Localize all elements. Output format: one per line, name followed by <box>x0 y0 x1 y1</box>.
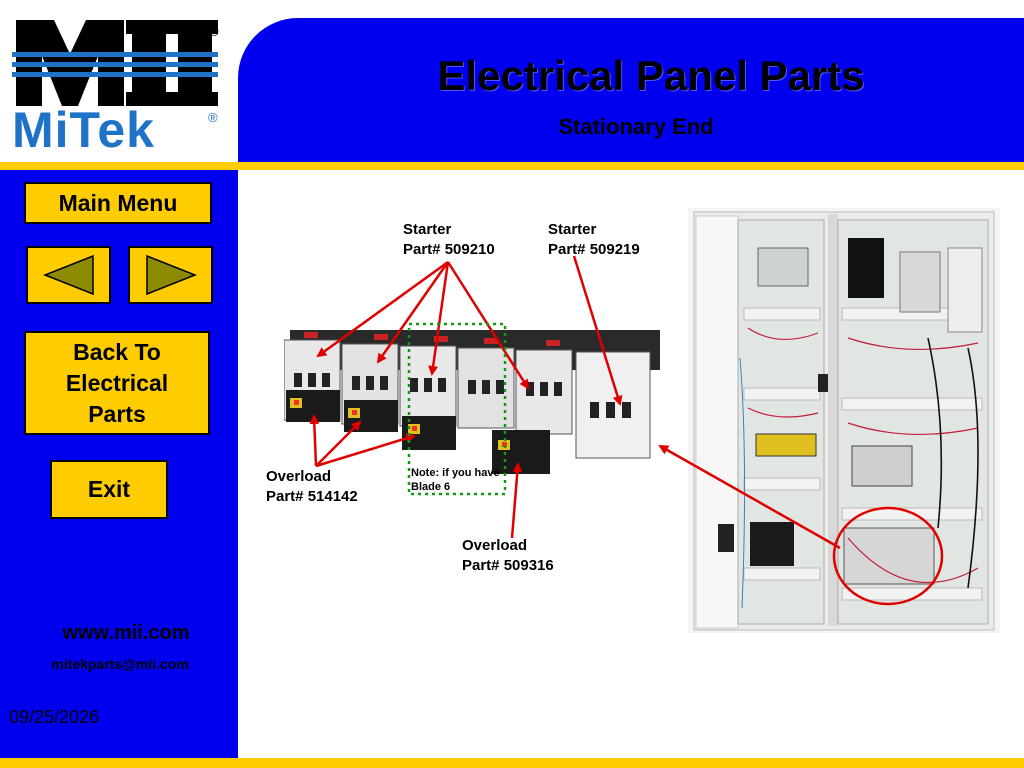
previous-button[interactable] <box>26 246 111 304</box>
arrow-starter-a-2 <box>376 261 450 364</box>
overload-514142-name: Overload <box>266 468 332 485</box>
blade-note-line2: Blade 6 <box>411 481 451 493</box>
starter-509219-name: Starter <box>548 221 597 238</box>
overload-509316-part: Part# 509316 <box>462 557 554 574</box>
registered-mark-top: ® <box>209 24 219 39</box>
exit-button[interactable]: Exit <box>50 460 168 519</box>
email-link[interactable]: mitekparts@mii.com <box>51 656 189 672</box>
starter-509210-name: Starter <box>403 221 452 238</box>
back-to-electrical-parts-button[interactable]: Back To Electrical Parts <box>24 331 210 435</box>
starter-509210-label: Starter Part# 509210 <box>403 220 495 260</box>
header-bar <box>238 18 1024 163</box>
electrical-cabinet-photo <box>688 208 1000 633</box>
mitek-wordmark: MiTek <box>12 102 155 158</box>
starter-509210-part: Part# 509210 <box>403 241 495 258</box>
starter-509219-label: Starter Part# 509219 <box>548 220 640 260</box>
arrow-overload-a-2 <box>315 420 362 467</box>
mitek-logo: ® <box>12 14 227 159</box>
registered-mark: ® <box>208 110 218 125</box>
overload-509316-label: Overload Part# 509316 <box>462 536 554 576</box>
starter-509219-part: Part# 509219 <box>548 241 640 258</box>
page-title: Electrical Panel Parts <box>437 52 865 99</box>
website-link[interactable]: www.mii.com <box>62 622 190 644</box>
arrow-overload-a-1 <box>309 414 320 467</box>
overload-514142-part: Part# 514142 <box>266 488 358 505</box>
footer-divider <box>0 758 1024 768</box>
cabinet-highlight-circle <box>832 506 944 606</box>
header-divider <box>0 162 1024 170</box>
arrow-starter-a-1 <box>316 260 449 358</box>
page-subtitle: Stationary End <box>558 114 714 139</box>
arrow-cabinet-location <box>658 444 841 550</box>
main-menu-button[interactable]: Main Menu <box>24 182 212 224</box>
blade-note-line1: Note: if you have <box>411 467 500 479</box>
next-button[interactable] <box>128 246 213 304</box>
triangle-right-icon <box>145 254 197 296</box>
arrow-starter-a-3 <box>428 261 450 376</box>
arrow-starter-b <box>572 255 623 406</box>
date-stamp: 09/25/2026 <box>9 707 100 727</box>
arrow-overload-a-3 <box>315 433 416 468</box>
triangle-left-icon <box>42 254 94 296</box>
overload-514142-label: Overload Part# 514142 <box>266 467 358 507</box>
arrow-overload-b <box>510 462 523 539</box>
blade-note: Note: if you have Blade 6 <box>411 466 500 494</box>
overload-row <box>286 390 550 474</box>
overload-509316-name: Overload <box>462 537 528 554</box>
